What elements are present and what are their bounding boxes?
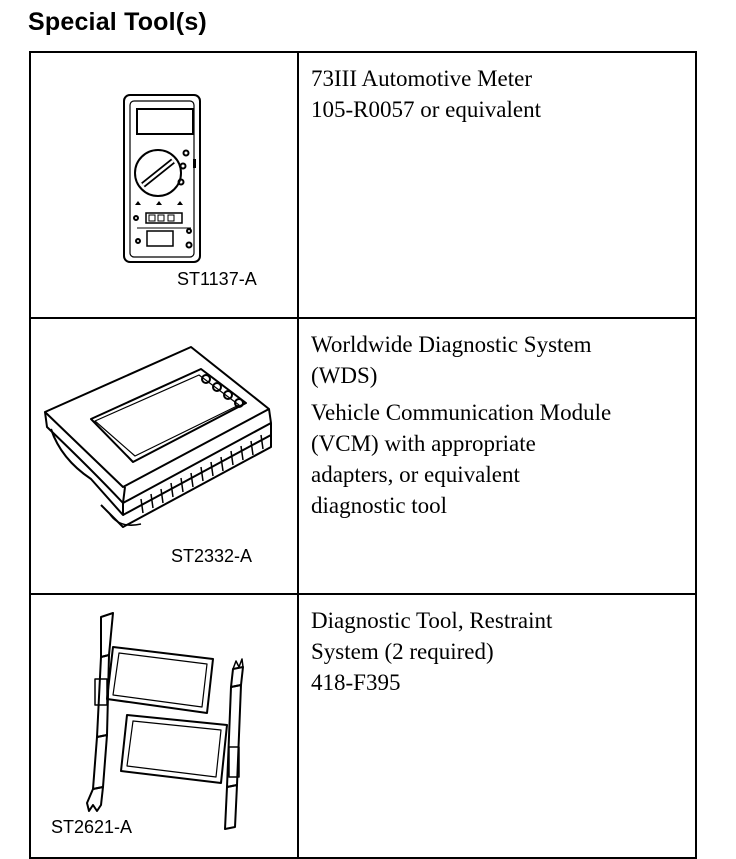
tool-description-line: Vehicle Communication Module: [311, 400, 612, 425]
tool-description-line: diagnostic tool: [311, 493, 448, 518]
tool-description-line: 418-F395: [311, 670, 401, 695]
tool-code: ST2621-A: [51, 817, 133, 837]
restraint-tool-illustration: [86, 612, 244, 830]
tool-image-cell: ST2332-A: [29, 317, 299, 595]
page-title: Special Tool(s): [28, 8, 207, 36]
tool-image-cell: ST1137-A: [29, 51, 299, 319]
tool-description-line: Diagnostic Tool, Restraint: [311, 608, 553, 633]
tool-description-line: 73III Automotive Meter: [311, 66, 533, 91]
tool-description-cell: 73III Automotive Meter 105-R0057 or equi…: [297, 51, 697, 319]
tool-code: ST1137-A: [177, 269, 257, 289]
tool-description-cell: Worldwide Diagnostic System (WDS) Vehicl…: [297, 317, 697, 595]
automotive-meter-illustration: [123, 94, 201, 263]
tool-description-cell: Diagnostic Tool, Restraint System (2 req…: [297, 593, 697, 859]
special-tools-table: ST1137-A 73III Automotive Meter 105-R005…: [29, 51, 697, 859]
diagnostic-system-illustration: [44, 346, 272, 528]
table-row: ST1137-A 73III Automotive Meter 105-R005…: [29, 51, 697, 319]
tool-code: ST2332-A: [171, 546, 253, 566]
tool-description-line: (WDS): [311, 363, 378, 388]
tool-description-line: (VCM) with appropriate: [311, 431, 536, 456]
tool-image-cell: ST2621-A: [29, 593, 299, 859]
table-row: ST2621-A Diagnostic Tool, Restraint Syst…: [29, 593, 697, 859]
tool-description-line: System (2 required): [311, 639, 494, 664]
tool-description-line: adapters, or equivalent: [311, 462, 520, 487]
tool-description-line: Worldwide Diagnostic System: [311, 332, 592, 357]
tool-description-line: 105-R0057 or equivalent: [311, 97, 541, 122]
table-row: ST2332-A Worldwide Diagnostic System (WD…: [29, 317, 697, 595]
